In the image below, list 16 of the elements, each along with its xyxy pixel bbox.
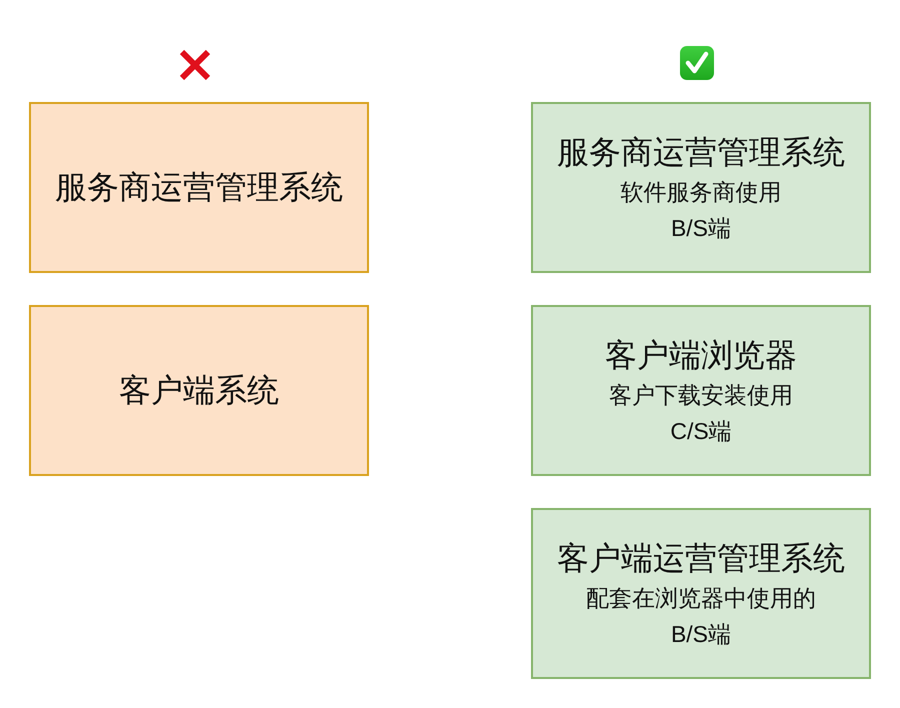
box-note: 客户下载安装使用 [609,382,793,410]
box-note: C/S端 [670,418,732,446]
system-box [29,102,369,273]
system-box [531,508,871,679]
system-box [531,102,871,273]
box-title: 客户端运营管理系统 [557,538,845,578]
box-note: B/S端 [670,620,732,648]
box-note: 配套在浏览器中使用的 [586,585,816,613]
box-title: 服务商运营管理系统 [55,168,343,207]
system-box [29,305,369,476]
box-note: 软件服务商使用 [620,179,782,207]
box-title: 客户端系统 [119,371,279,410]
box-note: B/S端 [670,214,732,242]
box-title: 客户端浏览器 [605,336,797,374]
system-box [531,305,871,476]
box-title: 服务商运营管理系统 [557,132,845,172]
